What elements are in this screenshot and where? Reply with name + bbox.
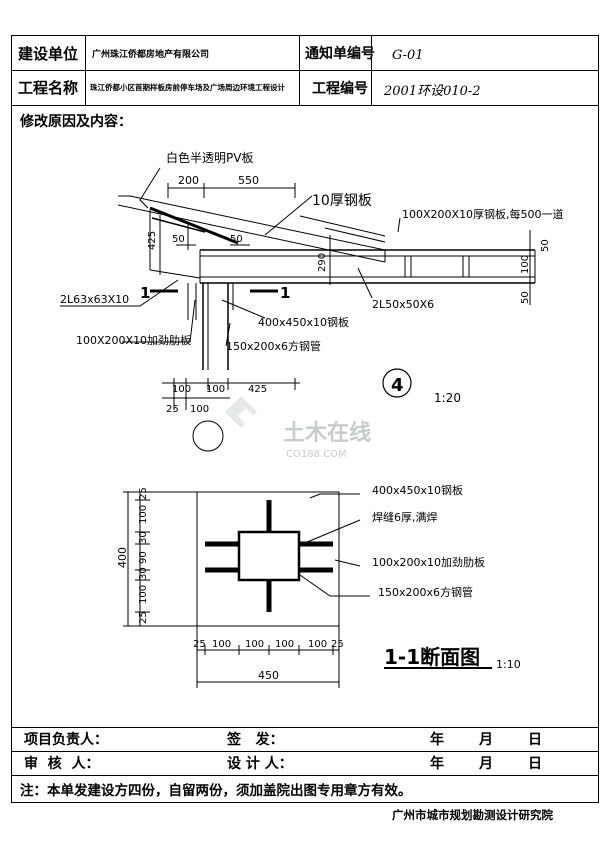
sec-ldim-0: 25 [138, 487, 149, 500]
sec-label-plate: 400x450x10钢板 [372, 483, 463, 497]
section-1-1-drawing [123, 491, 370, 688]
dim-100v: 100 [520, 255, 531, 274]
footer-note: 注：本单发建设方四份，自留两份，须加盖院出图专用章方有效。 [20, 782, 412, 799]
column-base-circle [192, 420, 224, 452]
issue-label: 签 发： [227, 732, 284, 748]
notice-label: 通知单编号 [305, 46, 375, 62]
label-rib: 100X200X10加劲肋板 [76, 333, 191, 347]
pv-panel-line [118, 195, 386, 251]
label-angle63: 2L63x63X10 [60, 293, 129, 306]
notice-value: G-01 [392, 47, 424, 63]
watermark-logo-icon [225, 396, 257, 428]
dim-100a: 100 [172, 384, 191, 395]
watermark-cn: 土木在线 [283, 420, 371, 446]
project-value: 珠江侨都小区首期样板房前停车场及广场周边环境工程设计 [90, 83, 285, 92]
sec-label-rib: 100x200x10加劲肋板 [372, 555, 485, 569]
dim-50d: 50 [520, 291, 531, 304]
sec-ldim-5: 100 [138, 585, 149, 604]
section-mark-left: 1 [140, 284, 150, 302]
manager-label: 项目负责人： [24, 732, 108, 748]
steel-plate-line [117, 204, 386, 263]
dim-200: 200 [178, 174, 199, 187]
sec-ldim-1: 100 [138, 505, 149, 524]
day-label-1: 日 [528, 732, 542, 748]
sec-bdim-5: 25 [331, 639, 344, 650]
sec-ldim-3: 90 [138, 551, 149, 564]
institute-name: 广州市城市规划勘测设计研究院 [392, 808, 553, 822]
label-tube: 150x200x6方钢管 [226, 339, 321, 353]
project-label: 工程名称 [18, 79, 79, 97]
detail-scale: 1:20 [434, 391, 461, 405]
dim-100b: 100 [206, 384, 225, 395]
project-no-value: 2001环设010-2 [384, 84, 481, 99]
label-plate400: 400x450x10钢板 [258, 315, 349, 329]
designer-label: 设 计 人： [227, 756, 293, 772]
square-tube [237, 530, 301, 582]
sec-bdim-2: 100 [245, 639, 264, 650]
month-label-1: 月 [479, 732, 493, 748]
label-steel10: 10厚钢板 [312, 193, 372, 209]
sec-bdim-4: 100 [308, 639, 327, 650]
reason-label: 修改原因及内容： [20, 114, 132, 130]
dim-25: 25 [166, 404, 179, 415]
sec-ldim-2: 30 [138, 531, 149, 544]
review-label: 审 核 人： [24, 756, 100, 772]
sec-ldim-total: 400 [116, 547, 129, 568]
year-label-1: 年 [430, 732, 444, 748]
sec-bdim-0: 25 [193, 639, 206, 650]
detail-symbol-number: 4 [391, 375, 404, 396]
sec-bdim-total: 450 [258, 669, 279, 682]
sec-ldim-4: 30 [138, 567, 149, 580]
month-label-2: 月 [479, 756, 493, 772]
watermark-en: CO188.COM [286, 449, 347, 460]
dim-290: 290 [317, 253, 328, 272]
label-angle50: 2L50x50X6 [372, 298, 434, 311]
dim-50c: 50 [540, 239, 551, 252]
dim-425v: 425 [147, 231, 158, 250]
dim-425h: 425 [248, 384, 267, 395]
unit-value: 广州珠江侨都房地产有限公司 [92, 49, 210, 60]
dim-50a: 50 [172, 234, 185, 245]
base-plate [196, 491, 340, 627]
section-title: 1-1断面图 [384, 645, 480, 669]
year-label-2: 年 [430, 756, 444, 772]
sec-bdim-3: 100 [275, 639, 294, 650]
sec-bdim-1: 100 [212, 639, 231, 650]
label-pv: 白色半透明PV板 [166, 150, 253, 165]
document-frame: 建设单位 广州珠江侨都房地产有限公司 通知单编号 G-01 工程名称 珠江侨都小… [11, 35, 599, 803]
dim-100c: 100 [190, 404, 209, 415]
section-mark-right: 1 [280, 284, 290, 302]
sec-ldim-6: 25 [138, 611, 149, 624]
section-scale: 1:10 [496, 658, 521, 671]
unit-label: 建设单位 [18, 44, 79, 63]
label-plate100: 100X200X10厚钢板,每500一道 [402, 207, 564, 221]
day-label-2: 日 [528, 756, 542, 772]
sec-label-tube: 150x200x6方钢管 [378, 585, 473, 599]
dim-550: 550 [238, 174, 259, 187]
detail-symbol-circle [382, 368, 412, 398]
sec-label-weld: 焊缝6厚,满焊 [372, 510, 438, 524]
project-no-label: 工程编号 [312, 80, 368, 97]
dim-50b: 50 [230, 234, 243, 245]
